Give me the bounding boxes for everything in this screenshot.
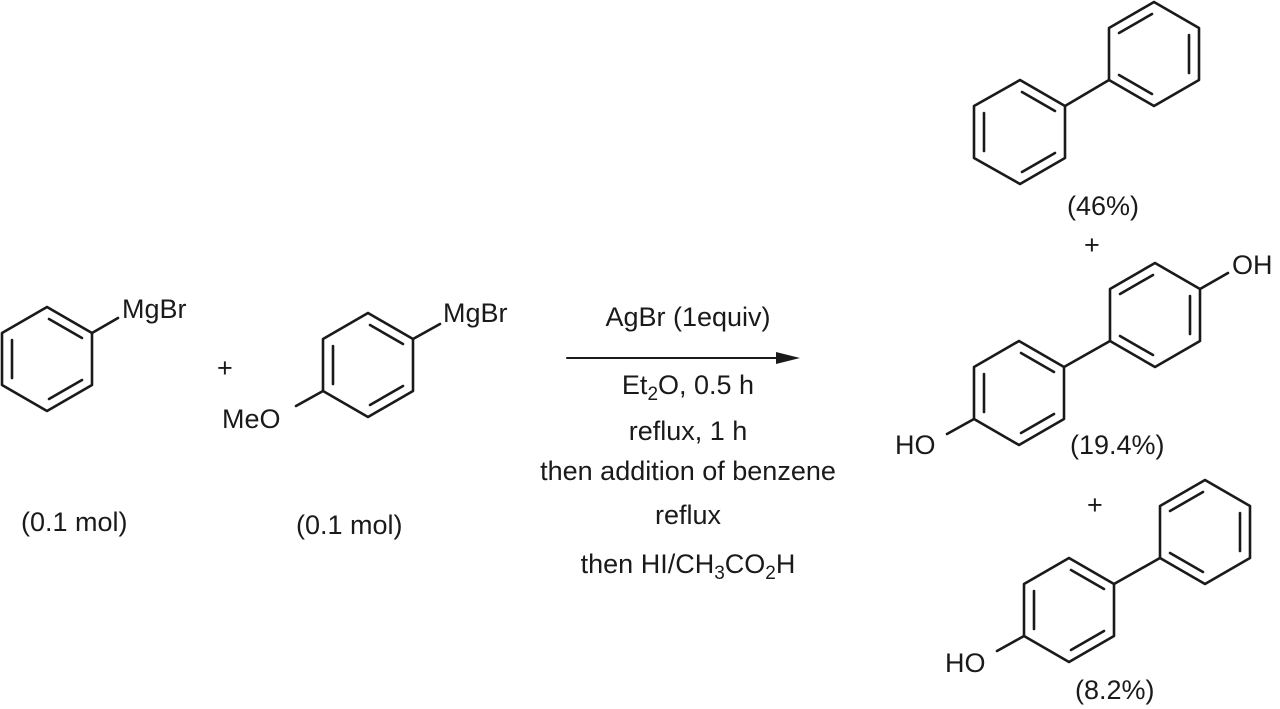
condition-line-1: Et2O, 0.5 h	[621, 370, 755, 405]
reactant-2-mgbr-label: MgBr	[443, 298, 508, 328]
plus-sign: +	[217, 353, 233, 383]
reactant-2-benzene-ring	[294, 311, 442, 419]
reactant-1-mgbr-label: MgBr	[122, 294, 187, 324]
condition-line-5: then HI/CH3CO2H	[580, 549, 796, 584]
product-3-yield: (8.2%)	[1075, 675, 1155, 705]
plus-sign-3: +	[1087, 490, 1103, 520]
reactant-1-amount: (0.1 mol)	[21, 507, 128, 537]
product-1-yield: (46%)	[1067, 191, 1140, 221]
reactant-2-amount: (0.1 mol)	[296, 510, 403, 540]
product-1-biphenyl	[972, 0, 1201, 186]
condition-line-2: reflux, 1 h	[628, 416, 748, 446]
reactant-1-benzene-ring	[0, 305, 120, 413]
product-3-phenylphenol	[995, 478, 1252, 664]
condition-line-3: then addition of benzene	[540, 456, 836, 486]
product-3-ho-label: HO	[945, 648, 986, 678]
condition-reagent: AgBr (1equiv)	[605, 302, 771, 332]
product-2-ho-label: HO	[895, 430, 936, 460]
reaction-arrow	[566, 352, 800, 364]
product-2-oh-label: OH	[1232, 250, 1273, 280]
reactant-2-meo-label: MeO	[222, 404, 281, 434]
product-2-yield: (19.4%)	[1070, 430, 1165, 460]
condition-line-4: reflux	[654, 500, 722, 530]
plus-sign-2: +	[1084, 230, 1100, 260]
product-2-dihydroxybiphenyl	[945, 261, 1230, 447]
